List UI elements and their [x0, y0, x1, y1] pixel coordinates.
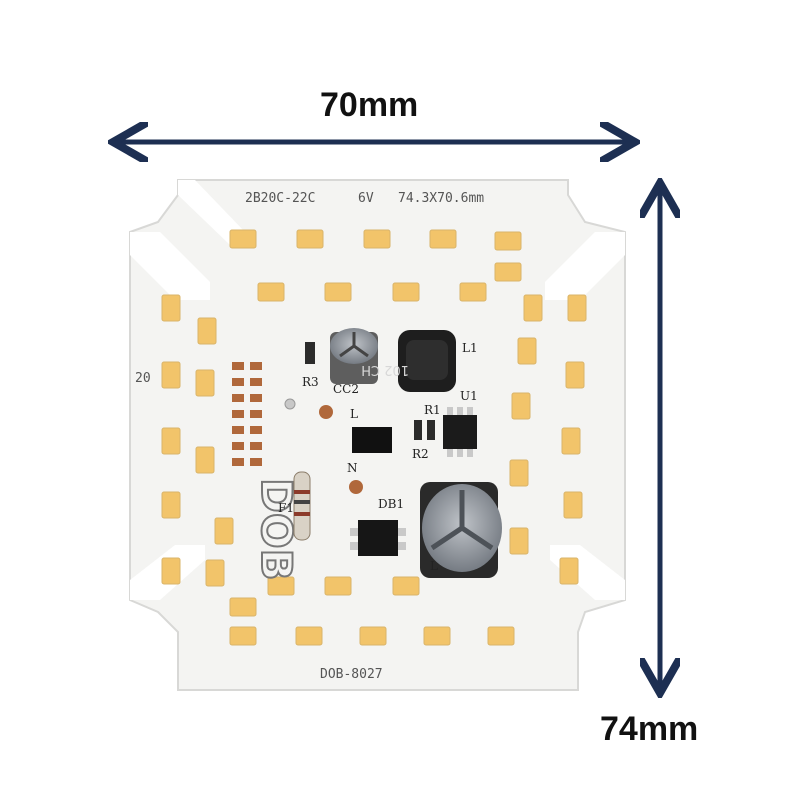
- led: [205, 559, 225, 587]
- led: [494, 262, 522, 282]
- led: [523, 294, 543, 322]
- led: [359, 626, 387, 646]
- led: [559, 557, 579, 585]
- led: [363, 229, 391, 249]
- led: [229, 597, 257, 617]
- smd-component: [352, 427, 392, 453]
- led: [392, 576, 420, 596]
- led: [295, 626, 323, 646]
- svg-text:102 CH: 102 CH: [361, 362, 409, 377]
- board-voltage: 6V: [358, 191, 374, 206]
- label-n-input: N: [347, 461, 358, 475]
- label-f1: F1: [278, 501, 294, 515]
- led: [511, 392, 531, 420]
- led: [197, 317, 217, 345]
- led: [229, 626, 257, 646]
- led: [229, 229, 257, 249]
- led: [392, 282, 420, 302]
- pad-l: [319, 405, 333, 419]
- led: [161, 361, 181, 389]
- led: [257, 282, 285, 302]
- board-size-text: 74.3X70.6mm: [398, 191, 484, 206]
- led-array: [161, 229, 587, 646]
- board-model-bottom: DOB-8027: [320, 667, 383, 682]
- board-model-top: 2B20C-22C: [245, 191, 315, 206]
- led: [161, 427, 181, 455]
- led: [509, 527, 529, 555]
- capacitor-cc2: [330, 328, 378, 384]
- led: [423, 626, 451, 646]
- label-cc2: CC2: [333, 382, 359, 396]
- led: [567, 294, 587, 322]
- pad-n: [349, 480, 363, 494]
- electrolytic-capacitor: [420, 482, 502, 578]
- led: [161, 557, 181, 585]
- width-dimension-label: 70mm: [320, 86, 419, 124]
- height-dimension-label: 74mm: [600, 710, 699, 748]
- led: [161, 491, 181, 519]
- label-l1: L1: [462, 341, 478, 355]
- resistor-r1: [414, 420, 422, 440]
- led: [494, 231, 522, 251]
- label-db1: DB1: [378, 497, 404, 511]
- led: [324, 282, 352, 302]
- led: [296, 229, 324, 249]
- led: [214, 517, 234, 545]
- label-l-input: L: [350, 407, 358, 421]
- resistor-r2: [427, 420, 435, 440]
- label-u1: U1: [460, 389, 478, 403]
- led: [429, 229, 457, 249]
- led: [517, 337, 537, 365]
- resistor-r3: [305, 342, 315, 364]
- led: [561, 427, 581, 455]
- label-r3: R3: [302, 375, 319, 389]
- led: [487, 626, 515, 646]
- ic-u1: [443, 407, 477, 457]
- label-r1: R1: [424, 403, 441, 417]
- led: [459, 282, 487, 302]
- fuse-f1: [293, 471, 311, 541]
- led: [509, 459, 529, 487]
- led: [161, 294, 181, 322]
- led: [195, 369, 215, 397]
- led: [563, 491, 583, 519]
- label-cap-l: L: [430, 559, 438, 573]
- mounting-hole: [284, 398, 296, 410]
- led: [324, 576, 352, 596]
- board-side-number: 20: [135, 371, 151, 386]
- led: [267, 576, 295, 596]
- bridge-rectifier-db1: [350, 520, 406, 556]
- inductor-l1: 102 CH: [361, 330, 456, 392]
- led: [565, 361, 585, 389]
- copper-pads: [232, 362, 262, 466]
- label-r2: R2: [412, 447, 429, 461]
- led: [195, 446, 215, 474]
